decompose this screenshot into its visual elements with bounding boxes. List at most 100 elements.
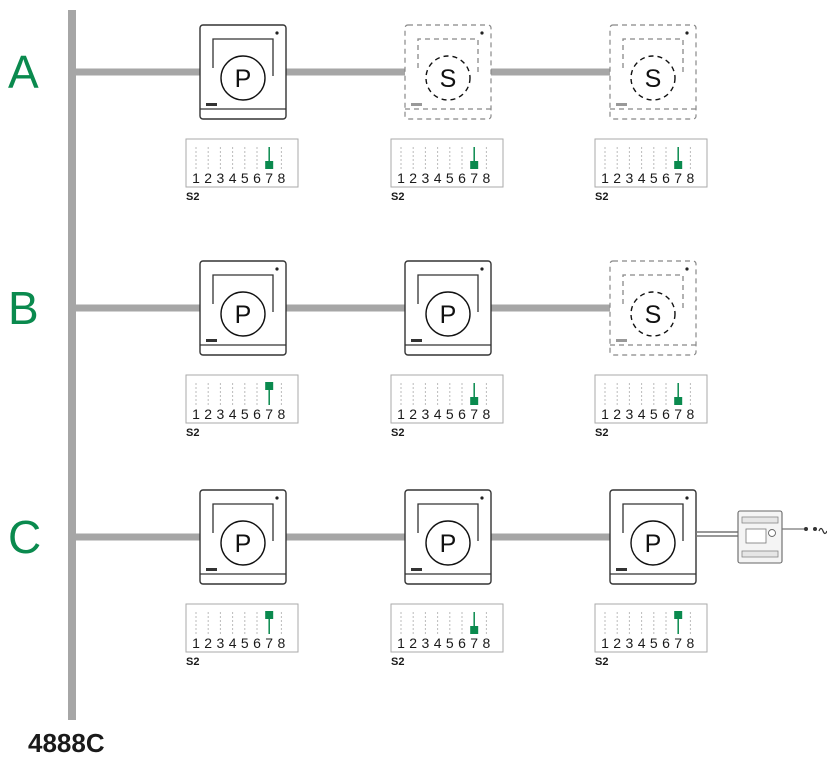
led-dot (685, 267, 689, 271)
dip-number: 7 (470, 406, 478, 422)
dip-number: 2 (409, 170, 417, 186)
dip-frame (185, 603, 299, 653)
dip-number: 8 (278, 635, 286, 651)
dip-number: 3 (217, 170, 225, 186)
row-letter: A (8, 46, 39, 98)
dip-number: 7 (470, 635, 478, 651)
dip-number: 8 (687, 635, 695, 651)
unit-role-letter: P (235, 65, 252, 93)
secondary-unit: S (609, 24, 697, 120)
dip-label: S2 (186, 191, 199, 203)
dip-number: 8 (687, 406, 695, 422)
dip-number: 7 (265, 635, 273, 651)
led-dot (480, 496, 484, 500)
dip-number: 3 (217, 406, 225, 422)
secondary-unit: S (404, 24, 492, 120)
dip-number: 6 (458, 406, 466, 422)
dip-knob-7 (674, 611, 683, 619)
dip-number: 4 (434, 170, 442, 186)
primary-unit: P (404, 489, 492, 585)
dip-knob-7 (265, 161, 274, 169)
model-label: 4888C (28, 728, 105, 758)
brand-mark (616, 339, 627, 342)
horizontal-bus (72, 533, 653, 541)
dip-knob-7 (674, 161, 683, 169)
dip-number: 3 (217, 635, 225, 651)
dip-label: S2 (391, 191, 404, 203)
dip-number: 3 (626, 170, 634, 186)
dip-number: 8 (687, 170, 695, 186)
unit-role-letter: S (440, 65, 457, 93)
dip-number: 8 (483, 406, 491, 422)
led-dot (480, 267, 484, 271)
unit-role-letter: S (645, 65, 662, 93)
screen-frame (622, 274, 684, 312)
dip-number: 1 (397, 406, 405, 422)
mains-terminal (804, 527, 808, 531)
dip-number: 8 (483, 635, 491, 651)
dip-number: 1 (397, 170, 405, 186)
dip-number: 5 (650, 170, 658, 186)
dip-number: 3 (626, 635, 634, 651)
dip-frame (594, 603, 708, 653)
dip-label: S2 (595, 656, 608, 668)
dip-frame (390, 603, 504, 653)
dip-number: 6 (253, 170, 261, 186)
dip-number: 5 (446, 635, 454, 651)
led-dot (275, 31, 279, 35)
dip-number: 3 (422, 406, 430, 422)
dip-number: 5 (446, 406, 454, 422)
row-letter: C (8, 511, 41, 563)
dip-number: 1 (601, 635, 609, 651)
dip-number: 3 (422, 170, 430, 186)
dip-label: S2 (391, 656, 404, 668)
dip-number: 6 (253, 635, 261, 651)
led-dot (685, 31, 689, 35)
dip-knob-7 (674, 397, 683, 405)
dip-number: 6 (662, 170, 670, 186)
mains-terminal (813, 527, 817, 531)
dip-frame (594, 374, 708, 424)
dip-number: 5 (241, 635, 249, 651)
vertical-bus (68, 10, 76, 720)
dip-number: 4 (434, 635, 442, 651)
unit-role-circle (425, 520, 471, 566)
supply-terminal-bottom (741, 550, 779, 558)
dip-label: S2 (595, 427, 608, 439)
brand-mark (411, 568, 422, 571)
supply-knob (768, 529, 776, 537)
unit-role-circle (220, 55, 266, 101)
dip-knob-7 (265, 611, 274, 619)
dip-frame (390, 374, 504, 424)
unit-role-circle (630, 291, 676, 337)
dip-number: 8 (278, 170, 286, 186)
dip-number: 8 (278, 406, 286, 422)
unit-role-letter: P (440, 530, 457, 558)
supply-display (745, 528, 767, 544)
dip-knob-7 (265, 382, 274, 390)
brand-mark (411, 339, 422, 342)
led-dot (685, 496, 689, 500)
dip-number: 7 (265, 406, 273, 422)
primary-unit: P (404, 260, 492, 356)
row-letter: B (8, 282, 39, 334)
dip-number: 8 (483, 170, 491, 186)
brand-mark (206, 103, 217, 106)
primary-unit: P (609, 489, 697, 585)
horizontal-bus (72, 68, 653, 76)
dip-number: 4 (638, 170, 646, 186)
dip-label: S2 (391, 427, 404, 439)
brand-mark (206, 568, 217, 571)
screen-frame (622, 38, 684, 76)
dip-knob-7 (470, 397, 479, 405)
unit-role-letter: P (235, 301, 252, 329)
primary-unit: P (199, 489, 287, 585)
